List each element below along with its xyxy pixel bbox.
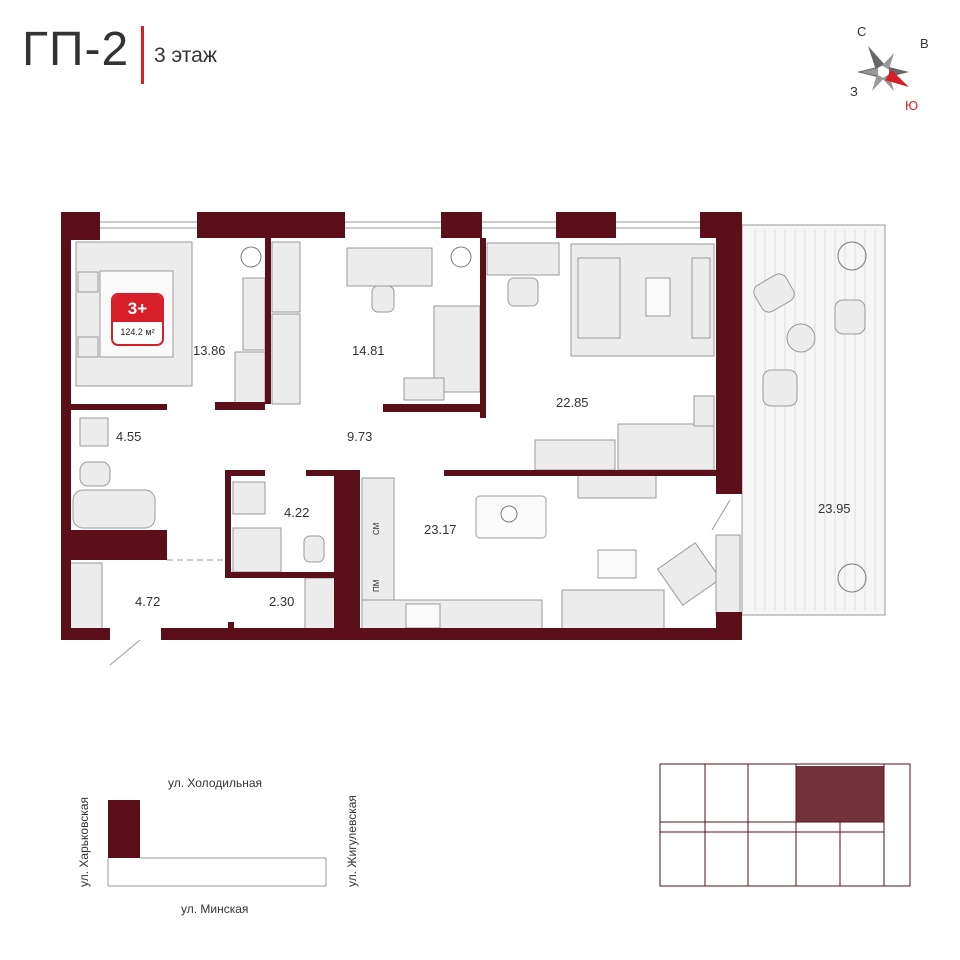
room-living-area: 22.85 (556, 395, 589, 410)
site-map (107, 800, 327, 887)
compass-north: С (857, 24, 867, 39)
room-bedroom-1-area: 13.86 (193, 343, 226, 358)
room-bath-1-area: 4.55 (116, 429, 142, 444)
title-separator (141, 26, 144, 84)
compass-east: В (920, 36, 929, 51)
room-bedroom-2-area: 14.81 (352, 343, 385, 358)
compass-west: З (850, 84, 858, 99)
street-east: ул. Жигулевская (345, 795, 359, 887)
building-title: ГП-2 (22, 23, 130, 76)
room-storage-area: 2.30 (269, 594, 295, 609)
room-count: 3+ (113, 295, 162, 322)
room-hall-area: 9.73 (347, 429, 373, 444)
floor-key-plan (659, 763, 911, 887)
street-west: ул. Харьковская (77, 797, 91, 887)
room-terrace-area: 23.95 (818, 501, 851, 516)
room-entry-area: 4.72 (135, 594, 161, 609)
dishwasher-label: ПМ (372, 579, 381, 592)
total-area: 124.2 м² (120, 327, 155, 337)
floor-label: 3 этаж (154, 44, 217, 67)
apartment-badge: 3+ 124.2 м² (111, 293, 164, 346)
room-kitchen-area: 23.17 (424, 522, 457, 537)
washer-label: СМ (372, 522, 381, 535)
compass-south: Ю (905, 98, 919, 113)
street-south: ул. Минская (181, 902, 249, 916)
room-bath-2-area: 4.22 (284, 505, 310, 520)
street-north: ул. Холодильная (168, 776, 262, 790)
